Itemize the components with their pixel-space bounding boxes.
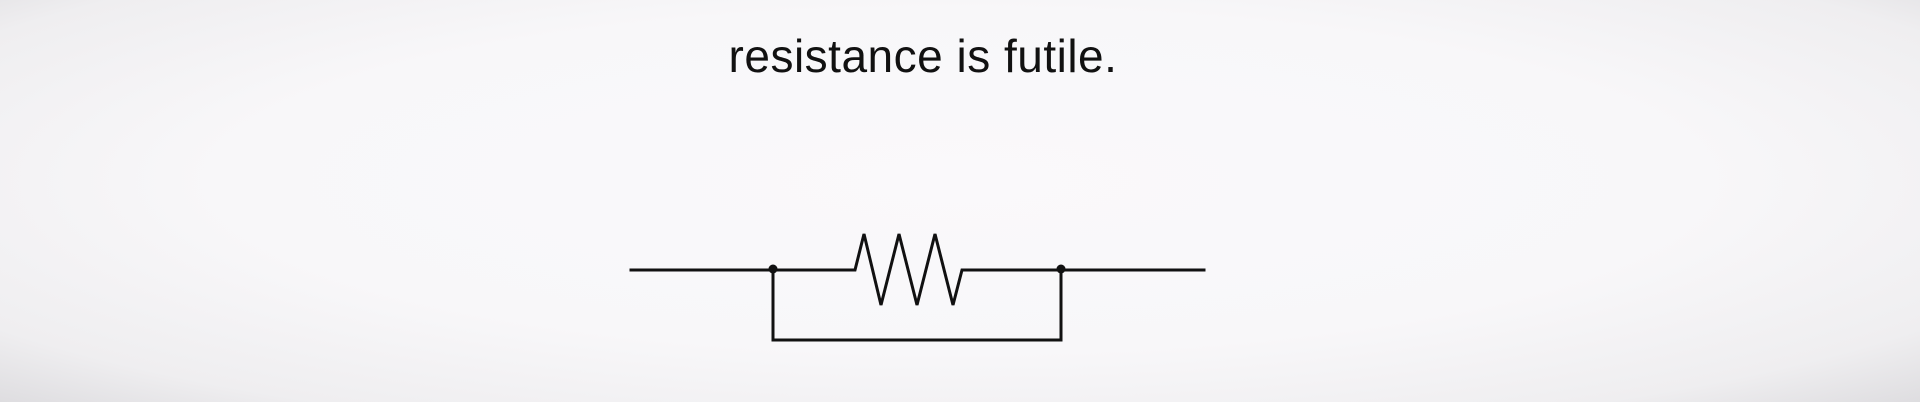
bypass-wire: [771, 268, 1063, 342]
junction-node-right: [1056, 264, 1066, 274]
junction-node-left: [768, 264, 778, 274]
resistor-symbol: [771, 233, 1063, 306]
caption-text: resistance is futile.: [728, 30, 1118, 82]
